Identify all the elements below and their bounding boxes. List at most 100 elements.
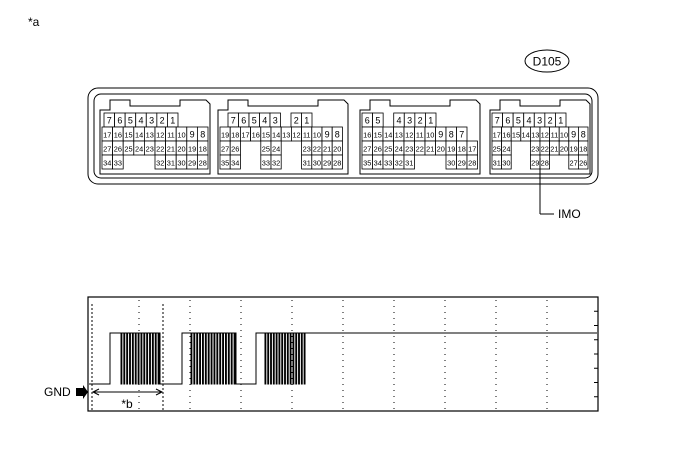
pin-cell: 34 (101, 154, 114, 170)
pin-cell: 19 (568, 140, 579, 156)
pin-number: 11 (167, 131, 175, 140)
pin-number: 26 (114, 145, 122, 154)
pin-cell: 21 (549, 140, 560, 156)
pin-number: 26 (374, 145, 382, 154)
pin-number: 14 (272, 131, 280, 140)
pin-cell: 3 (145, 112, 158, 128)
pin-number: 34 (231, 159, 239, 168)
pin-cell: 21 (424, 140, 436, 156)
pin-cell: 5 (248, 112, 260, 128)
pin-number: 22 (416, 145, 424, 154)
pin-cell: 7 (103, 112, 115, 128)
pin-number: 6 (365, 116, 370, 126)
pin-number: 8 (449, 130, 454, 140)
pin-number: 13 (395, 131, 403, 140)
pin-number: 24 (272, 145, 280, 154)
pin-cell: 23 (143, 140, 156, 156)
pin-cell: 31 (403, 154, 415, 170)
pin-number: 15 (124, 131, 132, 140)
pin-number: 4 (138, 116, 143, 126)
pin-number: 6 (117, 116, 122, 126)
pin-cell: 26 (229, 140, 241, 156)
pin-cell: 29 (186, 154, 198, 170)
pin-number: 34 (103, 159, 111, 168)
figure-label: *a (28, 15, 40, 29)
pin-number: 1 (304, 116, 309, 126)
pin-number: 26 (231, 145, 239, 154)
pin-number: 5 (516, 116, 521, 126)
pin-cell: 9 (568, 126, 579, 142)
pin-number: 2 (418, 116, 423, 126)
pin-number: 15 (262, 131, 270, 140)
pin-number: 3 (149, 116, 154, 126)
pin-cell: 10 (175, 126, 188, 142)
pin-number: 18 (458, 145, 466, 154)
pin-cell: 28 (196, 154, 209, 170)
pin-number: 7 (459, 130, 464, 140)
pin-number: 25 (493, 145, 501, 154)
pin-number: 1 (428, 116, 433, 126)
pin-cell: 10 (558, 126, 570, 142)
pin-cell: 2 (544, 112, 556, 128)
pin-cell: 17 (239, 126, 251, 142)
pin-number: 17 (241, 131, 249, 140)
pin-number: 13 (282, 131, 290, 140)
pin-cell: 28 (331, 154, 343, 170)
pin-number: 28 (333, 159, 341, 168)
pin-number: 23 (146, 145, 154, 154)
pin-cell: 1 (555, 112, 567, 128)
signal-trace (89, 332, 597, 385)
pin-number: 20 (560, 145, 568, 154)
pin-number: 4 (526, 116, 531, 126)
pin-cell: 27 (101, 140, 114, 156)
pin-number: 1 (558, 116, 563, 126)
pin-cell: 31 (165, 154, 177, 170)
pin-number: 19 (569, 145, 577, 154)
pin-number: 27 (569, 159, 577, 168)
block-outline (489, 99, 591, 175)
pin-cell: 12 (290, 126, 302, 142)
pin-cell: 3 (533, 112, 546, 128)
pin-cell: 2 (290, 112, 302, 128)
pin-cell: 11 (414, 126, 426, 142)
pin-cell: 7 (491, 112, 503, 128)
pin-number: 27 (363, 145, 371, 154)
pin-number: 28 (199, 159, 207, 168)
pin-cell: 22 (539, 140, 551, 156)
pin-cell: 23 (301, 140, 313, 156)
pin-cell: 30 (175, 154, 188, 170)
pin-number: 10 (313, 131, 321, 140)
pin-number: 8 (200, 130, 205, 140)
pin-cell: 11 (301, 126, 313, 142)
pin-number: 30 (447, 159, 455, 168)
pin-cell: 20 (175, 140, 188, 156)
pin-cell: 18 (456, 140, 468, 156)
pin-number: 13 (531, 131, 539, 140)
pin-cell: 30 (445, 154, 457, 170)
pin-number: 5 (252, 116, 257, 126)
pin-cell: 9 (321, 126, 333, 142)
pin-cell: 28 (539, 154, 551, 170)
pin-cell: 9 (435, 126, 447, 142)
pin-cell: 4 (135, 112, 147, 128)
pin-cell: 28 (466, 154, 478, 170)
pin-number: 22 (313, 145, 321, 154)
pin-number: 16 (363, 131, 371, 140)
pin-cell: 23 (403, 140, 415, 156)
pin-cell: 26 (578, 154, 589, 170)
pin-cell: 4 (523, 112, 535, 128)
pin-number: 9 (438, 130, 443, 140)
pin-number: 31 (493, 159, 501, 168)
pin-cell: 7 (227, 112, 239, 128)
pin-number: 17 (103, 131, 111, 140)
pin-number: 30 (177, 159, 185, 168)
pin-number: 29 (188, 159, 196, 168)
pin-number: 23 (303, 145, 311, 154)
pin-number: 16 (252, 131, 260, 140)
pin-number: 22 (541, 145, 549, 154)
pin-number: 13 (146, 131, 154, 140)
pin-number: 12 (292, 131, 300, 140)
